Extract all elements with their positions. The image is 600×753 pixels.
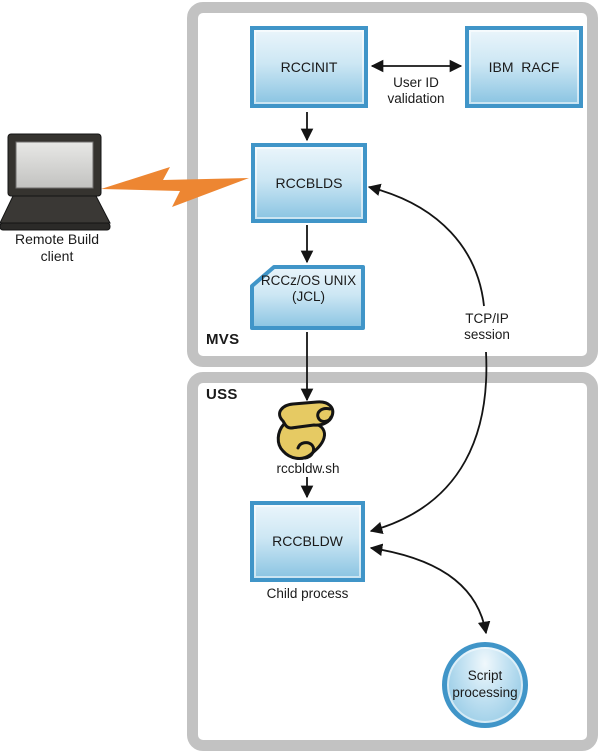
laptop-base-edge [0,222,111,231]
laptop-base [0,195,111,224]
node-rccinit: RCCINIT [250,26,368,108]
tcpip-session-label: TCP/IP session [464,311,510,343]
uss-zone-label: USS [206,386,238,403]
node-script-processing-label: Script processing [452,668,518,700]
child-process-label: Child process [266,586,349,601]
remote-build-client-label: Remote Build client [14,231,100,265]
mvs-zone-label: MVS [206,331,240,348]
node-rccbldw-label: RCCBLDW [272,533,343,550]
laptop-screen-frame [7,133,102,197]
node-rccinit-label: RCCINIT [280,58,338,75]
uss-container [187,372,598,751]
node-ibm-racf-label: IBM RACF [488,58,560,75]
user-id-validation-label: User ID validation [387,75,445,107]
node-script-processing: Script processing [442,642,528,728]
script-file-label: rccbldw.sh [276,461,340,476]
laptop-screen [15,141,94,189]
node-jcl-label: RCCz/OS UNIX (JCL) [260,273,357,305]
node-rccblds: RCCBLDS [251,143,367,223]
node-ibm-racf: IBM RACF [465,26,583,108]
node-rccblds-label: RCCBLDS [275,174,343,191]
node-rccbldw: RCCBLDW [250,501,365,582]
laptop-icon [0,133,111,231]
